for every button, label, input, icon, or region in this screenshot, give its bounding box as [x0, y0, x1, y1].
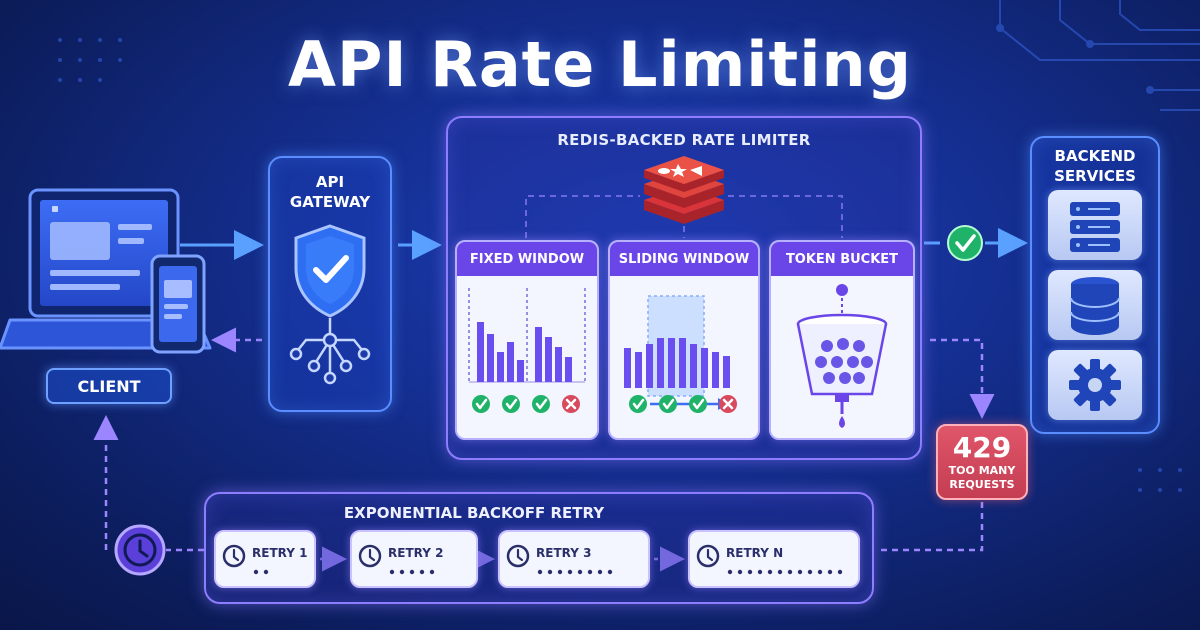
clock-icon	[358, 544, 382, 568]
sliding-window-bar	[668, 338, 675, 388]
retry-delay-dots	[389, 569, 435, 575]
sliding-window-bar	[624, 348, 631, 388]
sliding-window-bar	[690, 344, 697, 388]
clock-icon	[222, 544, 246, 568]
backend-services-label: BACKEND SERVICES	[1054, 147, 1136, 185]
retry-step-1[interactable]: RETRY 1	[214, 530, 316, 588]
sliding-window-bar	[723, 356, 730, 388]
clock-icon	[506, 544, 530, 568]
rate-limiter-label: REDIS-BACKED RATE LIMITER	[557, 131, 811, 149]
fixed-window-bar	[565, 357, 572, 382]
sliding-window-bar	[646, 344, 653, 388]
sliding-window-bar	[712, 352, 719, 388]
retry-step-label: RETRY 3	[536, 546, 591, 560]
success-check-icon	[659, 395, 677, 413]
limiter-to-error-arrow	[930, 338, 995, 419]
success-check-icon	[472, 395, 490, 413]
sliding-window-bar	[679, 338, 686, 388]
error-code: 429	[952, 431, 1012, 464]
fixed-window-bar	[487, 334, 494, 382]
retry-step-label: RETRY N	[726, 546, 783, 560]
clock-icon	[696, 544, 720, 568]
phone-icon	[150, 254, 206, 354]
server-icon	[1070, 202, 1120, 252]
success-check-icon	[689, 395, 707, 413]
client-button[interactable]: CLIENT	[46, 368, 172, 404]
success-check-icon	[629, 395, 647, 413]
retry-step-label: RETRY 2	[388, 546, 443, 560]
fixed-window-chart	[468, 288, 586, 413]
sliding-window-card[interactable]: SLIDING WINDOW	[608, 240, 760, 440]
fixed-window-bar	[535, 327, 542, 382]
fixed-window-bar	[497, 352, 504, 382]
api-gateway-label: API GATEWAY	[289, 173, 371, 211]
fixed-window-bar	[545, 337, 552, 382]
retry-step-2[interactable]: RETRY 2	[350, 530, 478, 588]
page-title: API Rate Limiting	[288, 28, 912, 101]
clock-icon	[114, 524, 166, 576]
redis-connectors	[525, 195, 843, 238]
sliding-window-chart	[624, 295, 737, 413]
token-bucket-icon	[796, 284, 888, 428]
fixed-window-title: FIXED WINDOW	[457, 242, 597, 276]
fixed-window-card[interactable]: FIXED WINDOW	[455, 240, 599, 440]
allowed-check-icon	[947, 225, 983, 261]
fixed-window-bar	[477, 322, 484, 382]
error-429-badge[interactable]: 429 TOO MANY REQUESTS	[936, 424, 1028, 500]
error-to-retry-line	[878, 502, 984, 552]
sliding-window-bar	[657, 338, 664, 388]
retry-delay-dots	[537, 569, 613, 575]
error-text: TOO MANY REQUESTS	[948, 464, 1016, 491]
fixed-window-bar	[517, 360, 524, 382]
server-tile[interactable]	[1048, 190, 1142, 260]
gear-icon	[1069, 359, 1121, 411]
retry-delay-dots	[727, 569, 843, 575]
success-check-icon	[532, 395, 550, 413]
retry-panel-label: EXPONENTIAL BACKOFF RETRY	[343, 504, 605, 522]
settings-tile[interactable]	[1048, 350, 1142, 420]
database-tile[interactable]	[1048, 270, 1142, 340]
retry-step-3[interactable]: RETRY 3	[498, 530, 650, 588]
redis-logo-icon	[644, 156, 724, 224]
token-bucket-card[interactable]: TOKEN BUCKET	[769, 240, 915, 440]
shield-check-icon	[289, 224, 371, 385]
retry-step-label: RETRY 1	[252, 546, 307, 560]
retry-step-n[interactable]: RETRY N	[688, 530, 860, 588]
rejected-x-icon	[562, 395, 580, 413]
rejected-x-icon	[719, 395, 737, 413]
token-bucket-title: TOKEN BUCKET	[771, 242, 913, 276]
fixed-window-bar	[507, 342, 514, 382]
sliding-window-title: SLIDING WINDOW	[610, 242, 758, 276]
sliding-window-bar	[635, 352, 642, 388]
laptop-icon	[0, 188, 212, 350]
success-check-icon	[502, 395, 520, 413]
retry-delay-dots	[253, 569, 269, 575]
database-icon	[1070, 277, 1120, 335]
dot-grid-decoration	[58, 38, 1182, 492]
circuit-decoration	[996, 0, 1200, 111]
sliding-window-bar	[701, 348, 708, 388]
fixed-window-bar	[555, 347, 562, 382]
